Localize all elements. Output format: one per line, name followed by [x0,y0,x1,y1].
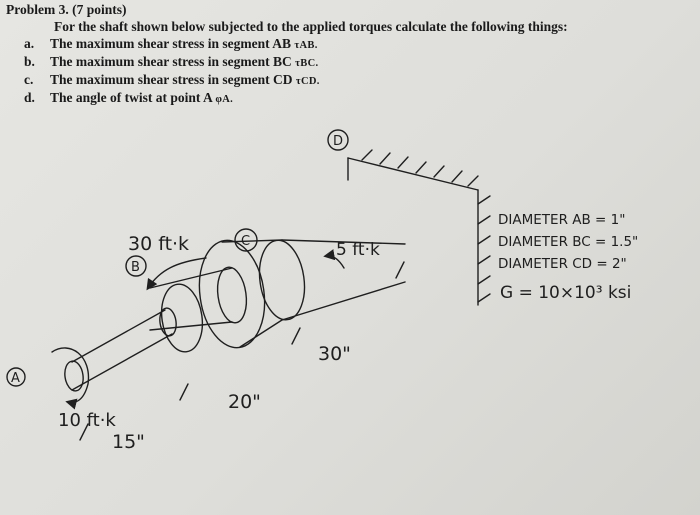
point-b-label: B [131,260,140,275]
torque-label-b: 5 ft·k [336,240,380,260]
length-label-cd: 30" [318,343,351,365]
question-label: c. [24,72,34,87]
point-a-marker [6,367,26,387]
question-text: The maximum shear stress in segment BC [50,54,296,69]
point-d-label: D [333,134,343,149]
property-modulus: G = 10×10³ ksi [500,283,631,303]
problem-intro: For the shaft shown below subjected to t… [54,19,568,34]
point-c-marker [234,228,258,252]
question-label: b. [24,54,35,69]
torque-label-c: 30 ft·k [128,233,189,255]
point-b-marker [125,255,147,277]
collar-c [198,239,283,349]
property-diameter-ab: DIAMETER AB = 1" [498,212,625,228]
question-label: a. [24,36,35,51]
question-text: The maximum shear stress in segment CD [50,72,296,87]
point-c-label: C [241,234,250,249]
point-a-label: A [11,371,20,386]
question-symbol: τBC. [295,58,319,69]
question-text: The angle of twist at point A [50,90,216,105]
length-label-bc: 20" [228,391,261,413]
question-text: The maximum shear stress in segment AB [50,36,295,51]
dimension-marks [79,261,405,441]
fixed-wall [347,149,491,306]
question-item-d: d. The angle of twist at point A φA. [24,90,320,108]
segment-cd [258,239,406,321]
question-symbol: τCD. [295,76,320,87]
problem-title: Problem 3. (7 points) [6,2,127,17]
segment-bc [149,266,248,353]
torque-arrow-b [323,249,345,269]
question-symbol: φA. [215,94,234,105]
question-item-c: c. The maximum shear stress in segment CD… [24,72,320,90]
torque-label-a: 10 ft·k [58,410,116,431]
segment-ab [64,307,177,392]
question-item-a: a. The maximum shear stress in segment AB… [24,36,320,54]
property-diameter-bc: DIAMETER BC = 1.5" [498,234,638,250]
question-symbol: τAB. [294,40,318,51]
torque-arrow-c [146,257,207,291]
point-d-marker [327,129,349,151]
question-item-b: b. The maximum shear stress in segment BC… [24,54,320,72]
torque-arrow-a [51,347,90,410]
property-diameter-cd: DIAMETER CD = 2" [498,256,627,272]
question-label: d. [24,90,35,105]
question-list: a. The maximum shear stress in segment AB… [24,36,320,108]
length-label-ab: 15" [112,431,145,453]
